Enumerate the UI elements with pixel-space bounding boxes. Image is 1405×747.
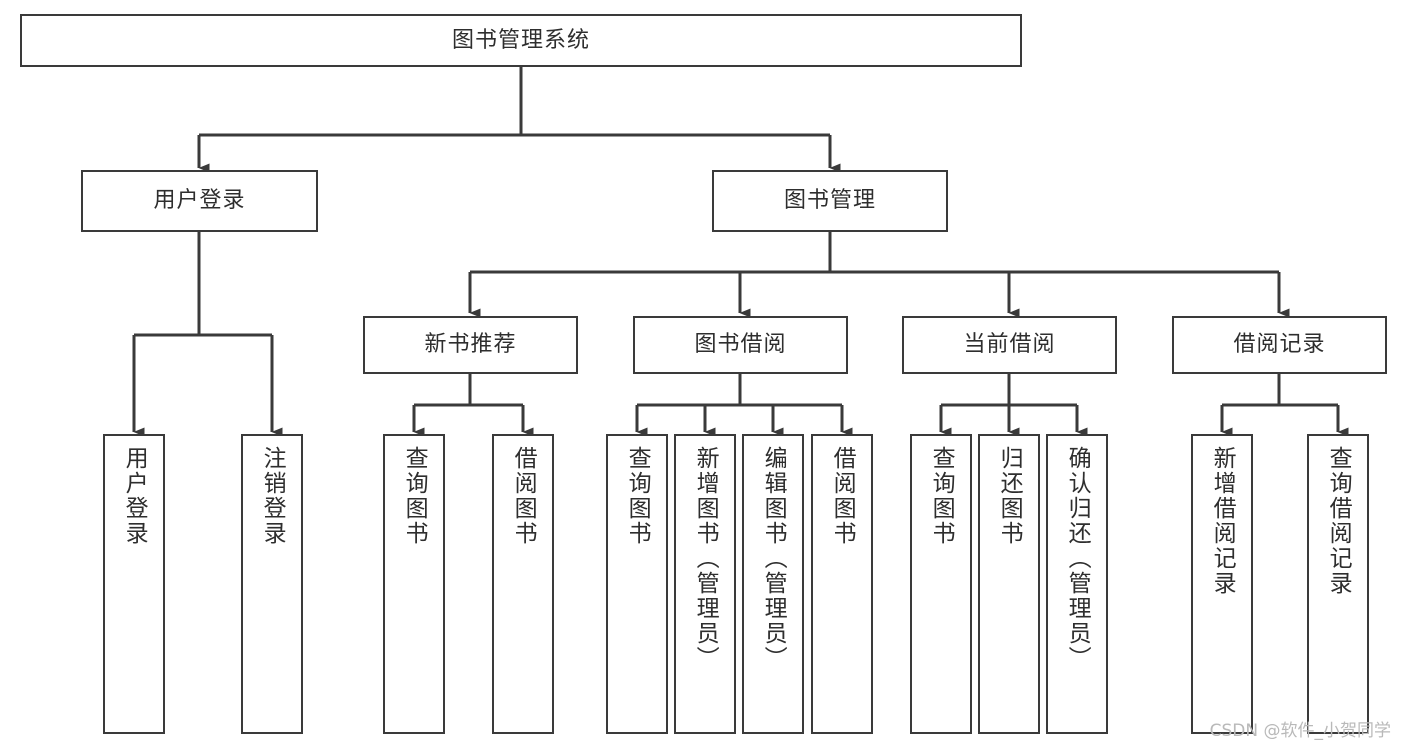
- node-leaf-borrow-book[interactable]: 借阅图书: [811, 434, 873, 734]
- node-book-management[interactable]: 图书管理: [712, 170, 948, 232]
- node-leaf-logout[interactable]: 注销登录: [241, 434, 303, 734]
- node-user-login[interactable]: 用户登录: [81, 170, 318, 232]
- node-book-borrow[interactable]: 图书借阅: [633, 316, 848, 374]
- node-label: 新增借阅记录: [1209, 446, 1236, 596]
- node-leaf-confirm-return-admin[interactable]: 确认归还（管理员）: [1046, 434, 1108, 734]
- node-label: 借阅图书: [510, 446, 537, 546]
- node-label: 新书推荐: [424, 332, 517, 358]
- node-leaf-query-book-recommend[interactable]: 查询图书: [383, 434, 445, 734]
- node-leaf-query-book-current[interactable]: 查询图书: [910, 434, 972, 734]
- node-leaf-add-borrow-record[interactable]: 新增借阅记录: [1191, 434, 1253, 734]
- node-label: 新增图书（管理员）: [692, 446, 719, 671]
- node-root-book-management-system[interactable]: 图书管理系统: [20, 14, 1022, 67]
- node-label: 图书借阅: [694, 332, 787, 358]
- node-label: 借阅记录: [1233, 332, 1326, 358]
- node-current-borrow[interactable]: 当前借阅: [902, 316, 1117, 374]
- node-leaf-borrow-book-recommend[interactable]: 借阅图书: [492, 434, 554, 734]
- node-label: 注销登录: [259, 446, 286, 546]
- node-label: 查询图书: [401, 446, 428, 546]
- node-label: 图书管理: [783, 188, 876, 214]
- node-label: 确认归还（管理员）: [1064, 446, 1091, 671]
- node-label: 当前借阅: [963, 332, 1056, 358]
- node-leaf-add-book-admin[interactable]: 新增图书（管理员）: [674, 434, 736, 734]
- node-label: 用户登录: [121, 446, 148, 546]
- node-label: 查询借阅记录: [1325, 446, 1352, 596]
- node-label: 编辑图书（管理员）: [760, 446, 787, 671]
- node-label: 用户登录: [153, 188, 246, 214]
- node-borrow-record[interactable]: 借阅记录: [1172, 316, 1387, 374]
- node-label: 借阅图书: [829, 446, 856, 546]
- node-leaf-user-login[interactable]: 用户登录: [103, 434, 165, 734]
- node-label: 归还图书: [996, 446, 1023, 546]
- node-leaf-query-book[interactable]: 查询图书: [606, 434, 668, 734]
- node-label: 图书管理系统: [451, 27, 590, 53]
- node-new-book-recommend[interactable]: 新书推荐: [363, 316, 578, 374]
- node-label: 查询图书: [928, 446, 955, 546]
- node-leaf-return-book[interactable]: 归还图书: [978, 434, 1040, 734]
- node-leaf-edit-book-admin[interactable]: 编辑图书（管理员）: [742, 434, 804, 734]
- watermark-text: CSDN @软件_小贺同学: [1209, 721, 1391, 741]
- node-leaf-query-borrow-record[interactable]: 查询借阅记录: [1307, 434, 1369, 734]
- node-label: 查询图书: [624, 446, 651, 546]
